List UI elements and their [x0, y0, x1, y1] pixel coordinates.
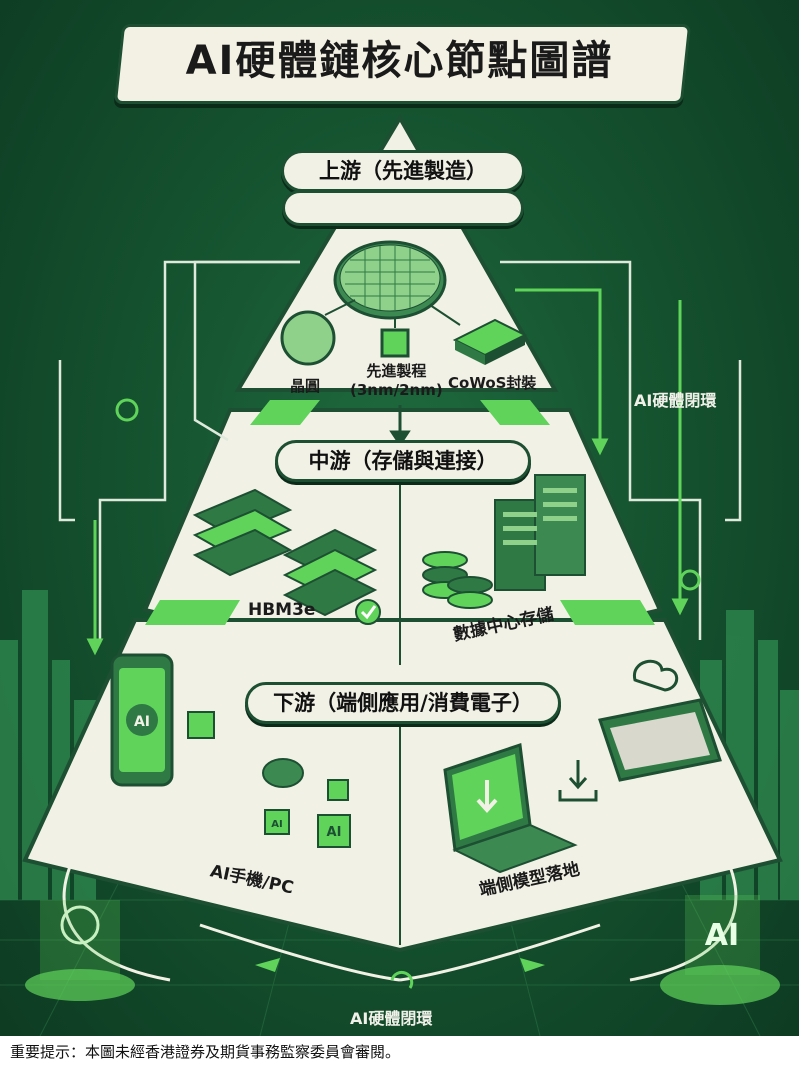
upstream-blank-pill — [282, 190, 524, 226]
svg-text:AI: AI — [271, 819, 282, 830]
loop-label-right: AI硬體閉環 — [634, 391, 717, 410]
brain-chip-icon — [187, 711, 304, 788]
item-hbm: HBM3e — [248, 600, 316, 620]
vr-headset-icon — [598, 698, 722, 782]
item-cowos: CoWoS封裝 — [448, 374, 537, 392]
hologram-ai-text: AI — [705, 918, 739, 953]
midstream-header: 中游（存儲與連接） — [275, 440, 531, 482]
bottom-loop — [62, 829, 738, 982]
downstream-header: 下游（端側應用/消費電子） — [245, 682, 561, 724]
small-wafer-icon — [280, 310, 336, 366]
ai-chip-icons — [264, 779, 351, 848]
arrow-to-downstream-right — [508, 626, 612, 686]
loop-label-bottom: AI硬體閉環 — [350, 1009, 433, 1028]
transfer-band-lower — [145, 600, 240, 625]
transfer-band-upper — [250, 400, 320, 425]
storage-disk-icon — [422, 551, 493, 609]
loop-arrows — [86, 288, 689, 656]
recycle-icon — [390, 970, 414, 989]
transfer-band-lower-right — [560, 600, 655, 625]
loop-lines — [58, 260, 742, 640]
wafer-icon — [333, 240, 447, 320]
loop-node-right — [679, 569, 701, 591]
chip-icon — [380, 328, 410, 358]
cloud-sync-icon — [633, 659, 679, 692]
cowos-package-icon — [452, 318, 528, 365]
loop-node-left — [115, 398, 139, 422]
disclaimer-notice: 重要提示：本圖未經香港證券及期貨事務監察委員會審閱。 — [0, 1036, 799, 1068]
ai-hologram-icon — [660, 895, 780, 1005]
upstream-header: 上游（先進製造） — [281, 150, 525, 192]
page-title: AI硬體鏈核心節點圖譜 — [185, 38, 614, 84]
diagram-canvas: AI AI AI — [0, 114, 799, 1036]
svg-text:AI: AI — [327, 825, 342, 840]
download-tray-icon — [558, 760, 598, 802]
phone-ai-text: AI — [134, 714, 150, 730]
server-rack-icon — [494, 474, 586, 591]
check-icon — [355, 599, 381, 625]
bottom-green-arrows — [255, 958, 545, 972]
hbm-stack-icon — [192, 488, 378, 617]
arrow-to-downstream-left — [188, 626, 292, 686]
item-advanced-process: 先進製程 (3nm/2nm) — [350, 362, 443, 399]
item-wafer: 晶圓 — [290, 377, 321, 395]
download-icon — [476, 780, 498, 813]
phone-icon — [110, 653, 174, 787]
brain-hologram-icon — [25, 900, 135, 1001]
transfer-band-upper-right — [480, 400, 550, 425]
down-arrow-center — [389, 405, 411, 447]
